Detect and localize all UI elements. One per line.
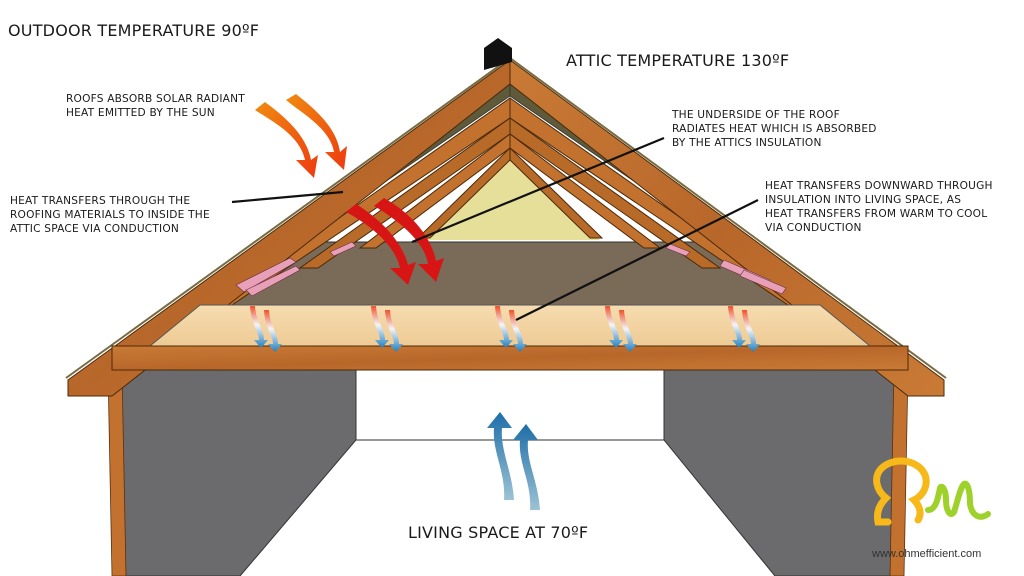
conduction-arrow-icon bbox=[250, 306, 760, 352]
ceiling-joist bbox=[111, 345, 909, 371]
logo-url: www.ohmefficient.com bbox=[872, 548, 982, 560]
outer-rafters bbox=[65, 57, 947, 397]
callout-conduction-roof: HEAT TRANSFERS THROUGH THE ROOFING MATER… bbox=[10, 195, 210, 235]
callout-leader-lines bbox=[231, 136, 759, 321]
callout-solar: ROOFS ABSORB SOLAR RADIANT HEAT EMITTED … bbox=[66, 93, 245, 119]
radiant-heat-arrow-icon bbox=[346, 198, 444, 285]
ohm-efficient-logo bbox=[873, 457, 991, 526]
living-space-temperature-label: LIVING SPACE AT 70ºF bbox=[408, 523, 589, 542]
callout-radiate: THE UNDERSIDE OF THE ROOF RADIATES HEAT … bbox=[672, 109, 877, 149]
chimney-icon bbox=[484, 38, 512, 70]
solar-heat-arrow-icon bbox=[255, 94, 347, 178]
interior-walls bbox=[67, 369, 945, 576]
outdoor-temperature-label: OUTDOOR TEMPERATURE 90ºF bbox=[8, 21, 260, 40]
attic-temperature-label: ATTIC TEMPERATURE 130ºF bbox=[566, 51, 790, 70]
rising-cool-air-arrow-icon bbox=[487, 412, 540, 510]
pink-batts bbox=[235, 241, 787, 297]
callout-downward: HEAT TRANSFERS DOWNWARD THROUGH INSULATI… bbox=[765, 180, 993, 234]
